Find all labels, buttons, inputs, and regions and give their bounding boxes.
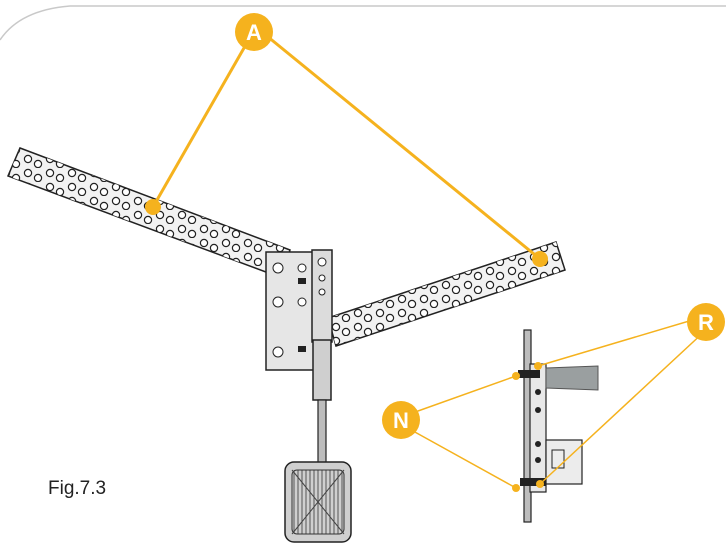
callout-r: R — [687, 303, 725, 341]
mounting-bracket — [265, 251, 317, 371]
callout-n: N — [382, 401, 420, 439]
side-view-assembly — [518, 329, 599, 523]
pedal-pad — [284, 461, 352, 543]
callout-r-label: R — [698, 310, 714, 335]
pedal-arm — [311, 249, 333, 467]
figure-caption: Fig.7.3 — [48, 478, 107, 499]
right-perforated-strap — [327, 241, 566, 347]
frame-border — [0, 5, 726, 41]
callout-dots — [145, 199, 548, 492]
callout-a-label: A — [246, 20, 262, 45]
callout-leaders — [151, 30, 707, 489]
callout-n-label: N — [393, 408, 409, 433]
callout-a: A — [235, 13, 273, 51]
